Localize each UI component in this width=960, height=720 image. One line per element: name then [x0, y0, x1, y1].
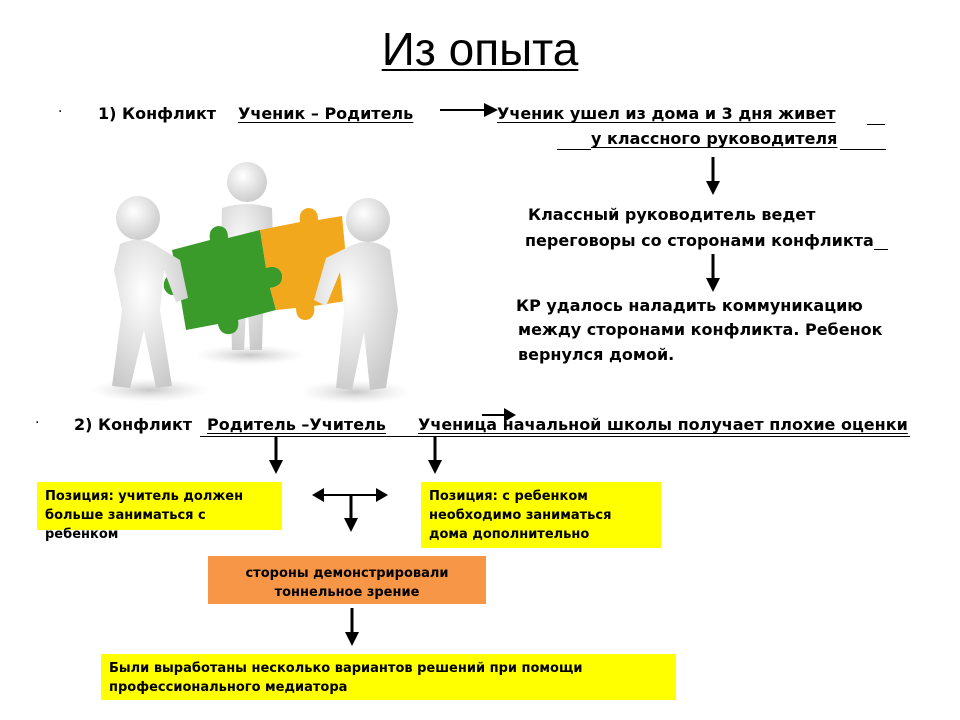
case1-label: 1) Конфликт — [98, 104, 217, 123]
arrow-down-icon — [706, 157, 720, 195]
underline-stub — [840, 149, 886, 150]
arrow-down-icon — [428, 436, 442, 474]
arrow-down-icon — [706, 254, 720, 292]
arrow-down-icon — [345, 608, 359, 646]
solution-box: Были выработаны несколько вариантов реше… — [101, 654, 676, 700]
position-teacher-box: Позиция: учитель должен больше заниматьс… — [37, 482, 282, 542]
puzzle-people-illustration — [90, 162, 410, 404]
underline-stub — [874, 249, 888, 250]
case1-step2-line1: Классный руководитель ведет — [528, 205, 816, 224]
bullet-case2: · — [35, 415, 40, 431]
case1-parties: Ученик – Родитель — [238, 104, 414, 123]
case1-step3-line3: вернулся домой. — [518, 345, 675, 364]
arrow-right-icon — [440, 103, 498, 117]
bullet-case1: · — [58, 104, 63, 120]
case2-label: 2) Конфликт — [74, 415, 193, 434]
case1-step3-line2: между сторонами конфликта. Ребенок — [518, 320, 883, 339]
case1-result-line1: Ученик ушел из дома и 3 дня живет — [497, 104, 836, 123]
case2-parties: Родитель –Учитель — [207, 415, 386, 434]
case1-result-line2: у классного руководителя — [591, 129, 838, 148]
page-title: Из опыта — [381, 23, 579, 75]
case2-result: Ученица начальной школы получает плохие … — [418, 415, 908, 434]
case2-underline — [200, 436, 910, 437]
case1-step2-line2: переговоры со сторонами конфликта — [525, 231, 874, 250]
underline-stub — [867, 124, 885, 125]
arrow-right-icon — [482, 408, 516, 422]
double-arrow-icon — [312, 488, 388, 532]
tunnel-vision-box: стороны демонстрировали тоннельное зрени… — [208, 556, 486, 604]
position-parent-box: Позиция: с ребенком необходимо заниматьс… — [421, 482, 661, 548]
underline-stub — [557, 149, 591, 150]
case1-step3-line1: КР удалось наладить коммуникацию — [516, 296, 863, 315]
arrow-down-icon — [269, 436, 283, 474]
